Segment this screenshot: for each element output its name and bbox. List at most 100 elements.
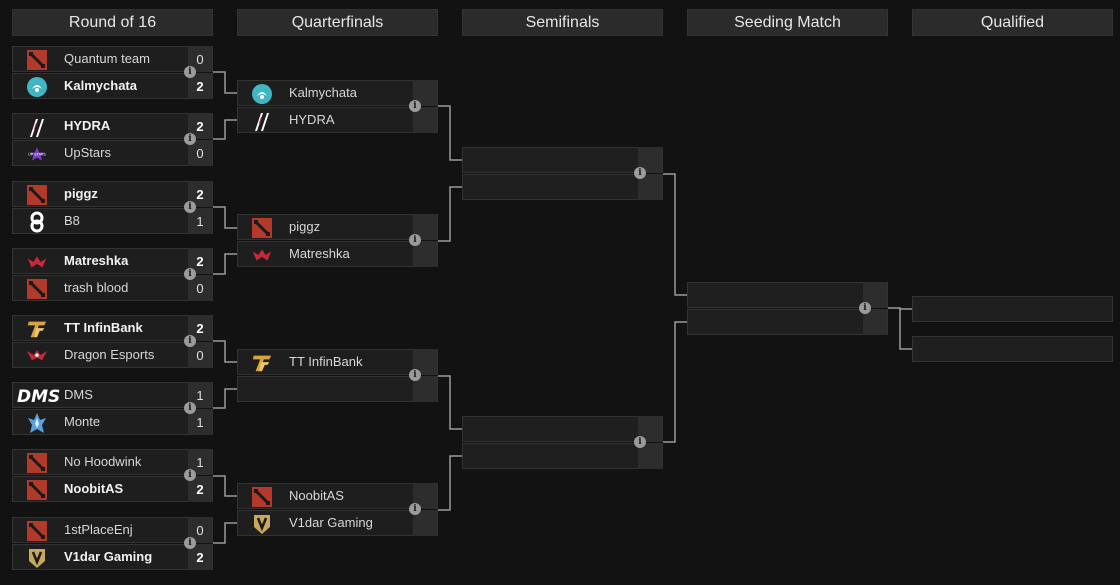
team-slot[interactable]: DMS DMS 1 bbox=[12, 382, 213, 408]
match-info-icon[interactable]: i bbox=[634, 167, 646, 179]
tt-logo-icon bbox=[251, 353, 273, 373]
team-name: B8 bbox=[64, 213, 80, 228]
team-slot[interactable]: Monte 1 bbox=[12, 409, 213, 435]
team-slot-empty[interactable] bbox=[687, 282, 888, 308]
team-slot-empty[interactable] bbox=[462, 416, 663, 442]
team-slot[interactable]: B8 1 bbox=[12, 208, 213, 234]
qf-match-2[interactable]: piggz Matreshka i bbox=[237, 214, 438, 267]
match-info-icon[interactable]: i bbox=[634, 436, 646, 448]
match-info-icon[interactable]: i bbox=[409, 503, 421, 515]
sf-match-2[interactable]: i bbox=[462, 416, 663, 469]
team-slot-empty[interactable] bbox=[687, 309, 888, 335]
hydra-logo-icon bbox=[251, 111, 273, 131]
team-slot[interactable]: HYDRA 2 bbox=[12, 113, 213, 139]
team-name: piggz bbox=[289, 219, 321, 234]
team-slot[interactable]: Matreshka bbox=[237, 241, 438, 267]
hydra-logo-icon bbox=[26, 117, 48, 137]
team-name: Monte bbox=[64, 414, 101, 429]
team-slot-empty[interactable] bbox=[462, 174, 663, 200]
r16-match-6[interactable]: DMS DMS 1 Monte 1 i bbox=[12, 382, 213, 435]
qualified-slot-2[interactable] bbox=[912, 336, 1113, 362]
upstars-logo-icon: UP STARS bbox=[26, 144, 48, 164]
r16-match-3[interactable]: piggz 2 B8 1 i bbox=[12, 181, 213, 234]
team-name: TT InfinBank bbox=[64, 320, 143, 335]
team-name: NoobitAS bbox=[64, 481, 124, 496]
match-info-icon[interactable]: i bbox=[184, 66, 196, 78]
team-slot[interactable]: trash blood 0 bbox=[12, 275, 213, 301]
team-name: V1dar Gaming bbox=[64, 549, 153, 564]
team-slot[interactable]: V1dar Gaming 2 bbox=[12, 544, 213, 570]
match-info-icon[interactable]: i bbox=[184, 537, 196, 549]
team-slot[interactable]: NoobitAS bbox=[237, 483, 438, 509]
dota-logo-icon bbox=[26, 480, 48, 500]
team-slot-empty[interactable] bbox=[237, 376, 438, 402]
dota-logo-icon bbox=[26, 521, 48, 541]
match-info-icon[interactable]: i bbox=[184, 402, 196, 414]
dota-logo-icon bbox=[26, 185, 48, 205]
team-name: Dragon Esports bbox=[64, 347, 155, 362]
match-info-icon[interactable]: i bbox=[184, 335, 196, 347]
r16-match-5[interactable]: TT InfinBank 2 Dragon Esports 0 i bbox=[12, 315, 213, 368]
qf-match-1[interactable]: Kalmychata HYDRA i bbox=[237, 80, 438, 133]
team-slot[interactable]: 1stPlaceEnj 0 bbox=[12, 517, 213, 543]
header-semifinals: Semifinals bbox=[462, 9, 663, 36]
team-slot[interactable]: piggz 2 bbox=[12, 181, 213, 207]
match-info-icon[interactable]: i bbox=[184, 201, 196, 213]
sf-match-1[interactable]: i bbox=[462, 147, 663, 200]
match-info-icon[interactable]: i bbox=[184, 469, 196, 481]
team-score: 0 bbox=[188, 275, 212, 301]
header-seeding-match: Seeding Match bbox=[687, 9, 888, 36]
r16-match-1[interactable]: Quantum team 0 Kalmychata 2 i bbox=[12, 46, 213, 99]
team-slot[interactable]: piggz bbox=[237, 214, 438, 240]
r16-match-8[interactable]: 1stPlaceEnj 0 V1dar Gaming 2 i bbox=[12, 517, 213, 570]
svg-text:DMS: DMS bbox=[17, 387, 60, 406]
team-slot[interactable]: NoobitAS 2 bbox=[12, 476, 213, 502]
team-name: UpStars bbox=[64, 145, 111, 160]
team-slot[interactable]: Quantum team 0 bbox=[12, 46, 213, 72]
team-slot[interactable]: V1dar Gaming bbox=[237, 510, 438, 536]
dragon-logo-icon bbox=[26, 346, 48, 366]
team-name: DMS bbox=[64, 387, 93, 402]
team-name: piggz bbox=[64, 186, 98, 201]
qf-match-4[interactable]: NoobitAS V1dar Gaming i bbox=[237, 483, 438, 536]
team-slot[interactable]: TT InfinBank 2 bbox=[12, 315, 213, 341]
team-slot[interactable]: Matreshka 2 bbox=[12, 248, 213, 274]
team-name: Matreshka bbox=[289, 246, 350, 261]
team-slot[interactable]: Kalmychata 2 bbox=[12, 73, 213, 99]
team-slot[interactable]: TT InfinBank bbox=[237, 349, 438, 375]
v1dar-logo-icon bbox=[251, 514, 273, 534]
match-info-icon[interactable]: i bbox=[409, 369, 421, 381]
team-name: HYDRA bbox=[289, 112, 335, 127]
dms-logo-icon: DMS bbox=[17, 386, 61, 406]
dota-logo-icon bbox=[251, 487, 273, 507]
team-slot[interactable]: Dragon Esports 0 bbox=[12, 342, 213, 368]
team-slot[interactable]: UP STARS UpStars 0 bbox=[12, 140, 213, 166]
team-name: V1dar Gaming bbox=[289, 515, 373, 530]
qf-match-3[interactable]: TT InfinBank i bbox=[237, 349, 438, 402]
team-slot-empty[interactable] bbox=[462, 443, 663, 469]
qualified-slot-1[interactable] bbox=[912, 296, 1113, 322]
team-name: Kalmychata bbox=[64, 78, 137, 93]
team-name: TT InfinBank bbox=[289, 354, 363, 369]
team-slot[interactable]: HYDRA bbox=[237, 107, 438, 133]
team-slot[interactable]: No Hoodwink 1 bbox=[12, 449, 213, 475]
r16-match-2[interactable]: HYDRA 2 UP STARS UpStars 0 i bbox=[12, 113, 213, 166]
seeding-match[interactable]: i bbox=[687, 282, 888, 335]
team-slot-empty[interactable] bbox=[462, 147, 663, 173]
header-qualified: Qualified bbox=[912, 9, 1113, 36]
match-info-icon[interactable]: i bbox=[184, 268, 196, 280]
match-info-icon[interactable]: i bbox=[184, 133, 196, 145]
r16-match-7[interactable]: No Hoodwink 1 NoobitAS 2 i bbox=[12, 449, 213, 502]
match-info-icon[interactable]: i bbox=[409, 234, 421, 246]
match-info-icon[interactable]: i bbox=[409, 100, 421, 112]
team-name: Matreshka bbox=[64, 253, 129, 268]
r16-match-4[interactable]: Matreshka 2 trash blood 0 i bbox=[12, 248, 213, 301]
team-score: 2 bbox=[188, 315, 212, 341]
team-name: No Hoodwink bbox=[64, 454, 142, 469]
match-info-icon[interactable]: i bbox=[859, 302, 871, 314]
dota-logo-icon bbox=[251, 218, 273, 238]
svg-text:UP STARS: UP STARS bbox=[28, 152, 46, 156]
team-slot[interactable]: Kalmychata bbox=[237, 80, 438, 106]
team-name: NoobitAS bbox=[289, 488, 344, 503]
